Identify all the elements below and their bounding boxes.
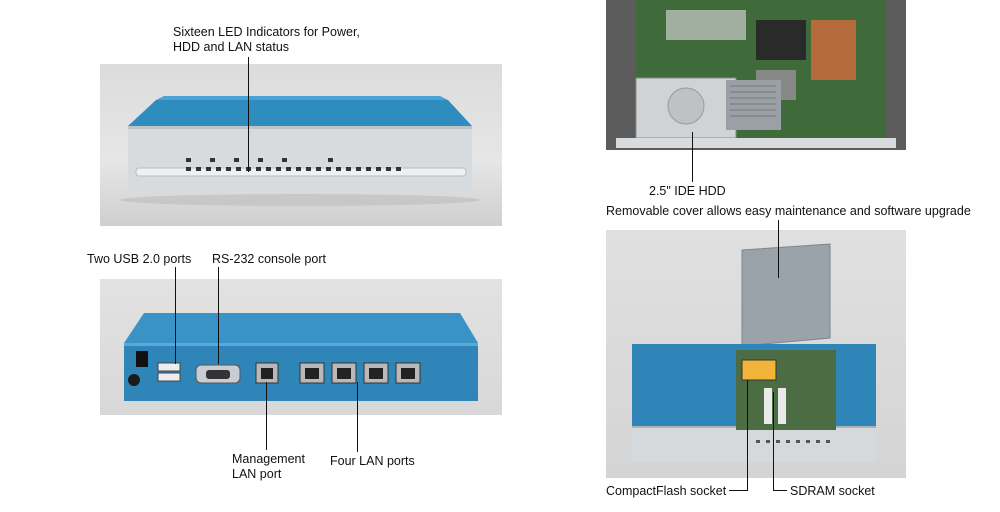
four-lan-ports-label: Four LAN ports bbox=[330, 454, 415, 468]
rear-panel-photo bbox=[100, 279, 502, 415]
rs232-port-label: RS-232 console port bbox=[212, 252, 326, 266]
removable-cover-label: Removable cover allows easy maintenance … bbox=[606, 204, 971, 218]
management-lan-label: Management bbox=[232, 452, 305, 466]
management-lan-label-line2: LAN port bbox=[232, 467, 282, 481]
mgmt-leader-line bbox=[266, 382, 267, 450]
cover-leader-line bbox=[778, 220, 779, 278]
internal-hdd-photo bbox=[606, 0, 906, 167]
rs232-leader-line bbox=[218, 267, 219, 364]
cf-leader-line-h bbox=[729, 490, 747, 491]
sdram-leader-line bbox=[773, 392, 774, 491]
sdram-leader-line-h bbox=[773, 490, 787, 491]
sdram-socket-label: SDRAM socket bbox=[790, 484, 875, 498]
led-indicators-label: Sixteen LED Indicators for Power, bbox=[173, 25, 360, 39]
cover-open-photo bbox=[606, 230, 906, 478]
usb-leader-line bbox=[175, 267, 176, 364]
ide-hdd-label: 2.5" IDE HDD bbox=[649, 184, 726, 198]
hdd-leader-line bbox=[692, 132, 693, 182]
cf-leader-line bbox=[747, 380, 748, 491]
compactflash-socket-label: CompactFlash socket bbox=[606, 484, 727, 498]
led-leader-line bbox=[248, 57, 249, 172]
led-indicators-label-line2: HDD and LAN status bbox=[173, 40, 290, 54]
usb-ports-label: Two USB 2.0 ports bbox=[87, 252, 192, 266]
lan-leader-line bbox=[357, 382, 358, 452]
front-panel-photo bbox=[100, 64, 502, 226]
